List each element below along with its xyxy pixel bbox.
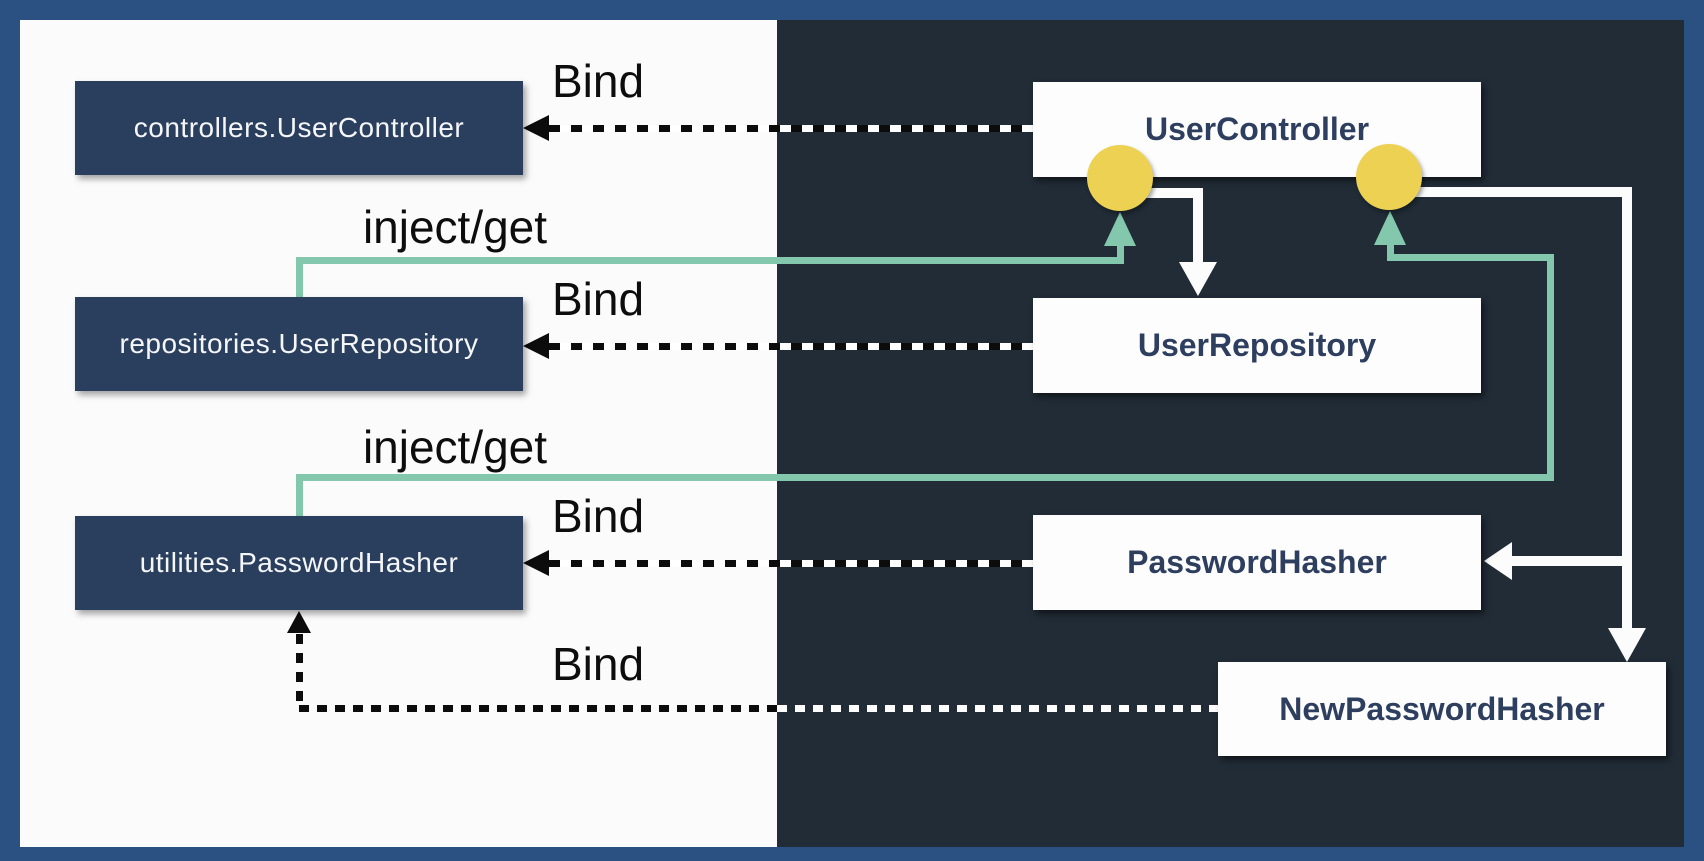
service-key-label: repositories.UserRepository <box>119 328 479 359</box>
injection-point-icon-2 <box>1356 144 1422 210</box>
service-key-box-repositories-userrepository: repositories.UserRepository <box>75 297 523 391</box>
branch-to-newpasswordhasher-arrowhead-icon <box>1608 628 1646 662</box>
bind-4-dashed-line-light-segment <box>299 705 777 712</box>
bind-2-arrowhead-icon <box>523 333 549 359</box>
service-key-label: controllers.UserController <box>133 112 465 143</box>
bind-1-label: Bind <box>551 55 645 107</box>
inject-line-2-stub <box>1387 245 1394 261</box>
inject-line-1-vertical-left <box>296 257 303 297</box>
inject-line-1-arrowhead-icon <box>1104 212 1136 246</box>
injection-point-icon-1 <box>1087 145 1153 211</box>
class-box-newpasswordhasher: NewPasswordHasher <box>1218 662 1666 756</box>
inject-line-2-vertical-right <box>1547 254 1554 481</box>
usercontroller-branch-horizontal-top <box>1410 187 1632 197</box>
service-key-box-controllers-usercontroller: controllers.UserController <box>75 81 523 175</box>
bind-3-arrowhead-icon <box>523 550 549 576</box>
bind-2-dashed-line <box>549 343 1033 350</box>
class-label: UserController <box>1144 111 1370 147</box>
inject-get-2-label: inject/get <box>362 421 548 473</box>
bind-4-arrowhead-icon <box>287 611 311 633</box>
inject-line-1-horizontal <box>296 257 1124 264</box>
class-box-passwordhasher: PasswordHasher <box>1033 515 1481 610</box>
bind-4-dashed-line-vertical <box>296 634 303 708</box>
usercontroller-to-userrepository-vertical <box>1193 188 1203 262</box>
class-box-userrepository: UserRepository <box>1033 298 1481 393</box>
bind-3-dashed-line <box>549 560 1033 567</box>
bind-1-arrowhead-icon <box>523 115 549 141</box>
bind-3-label: Bind <box>551 490 645 542</box>
usercontroller-branch-vertical <box>1622 187 1632 628</box>
inject-line-2-horizontal-top <box>1387 254 1554 261</box>
usercontroller-to-userrepository-arrowhead-icon <box>1179 262 1217 296</box>
inject-get-1-label: inject/get <box>362 201 548 253</box>
inject-line-2-arrowhead-icon <box>1374 211 1406 245</box>
inject-line-2-horizontal-bottom <box>296 474 1553 481</box>
branch-to-passwordhasher-horizontal <box>1510 556 1628 566</box>
service-key-box-utilities-passwordhasher: utilities.PasswordHasher <box>75 516 523 610</box>
inject-line-2-vertical-left <box>296 474 303 516</box>
usercontroller-to-userrepository-horizontal <box>1118 188 1203 198</box>
branch-to-passwordhasher-arrowhead-icon <box>1484 542 1512 580</box>
service-key-label: utilities.PasswordHasher <box>139 547 459 578</box>
class-label: UserRepository <box>1137 327 1377 363</box>
class-label: NewPasswordHasher <box>1279 690 1605 727</box>
bind-4-label: Bind <box>551 638 645 690</box>
bind-1-dashed-line <box>549 125 1033 132</box>
inject-line-1-vertical-right <box>1117 246 1124 264</box>
class-label: PasswordHasher <box>1127 544 1387 580</box>
bind-2-label: Bind <box>551 273 645 325</box>
bind-4-dashed-line-dark-segment <box>777 705 1218 712</box>
